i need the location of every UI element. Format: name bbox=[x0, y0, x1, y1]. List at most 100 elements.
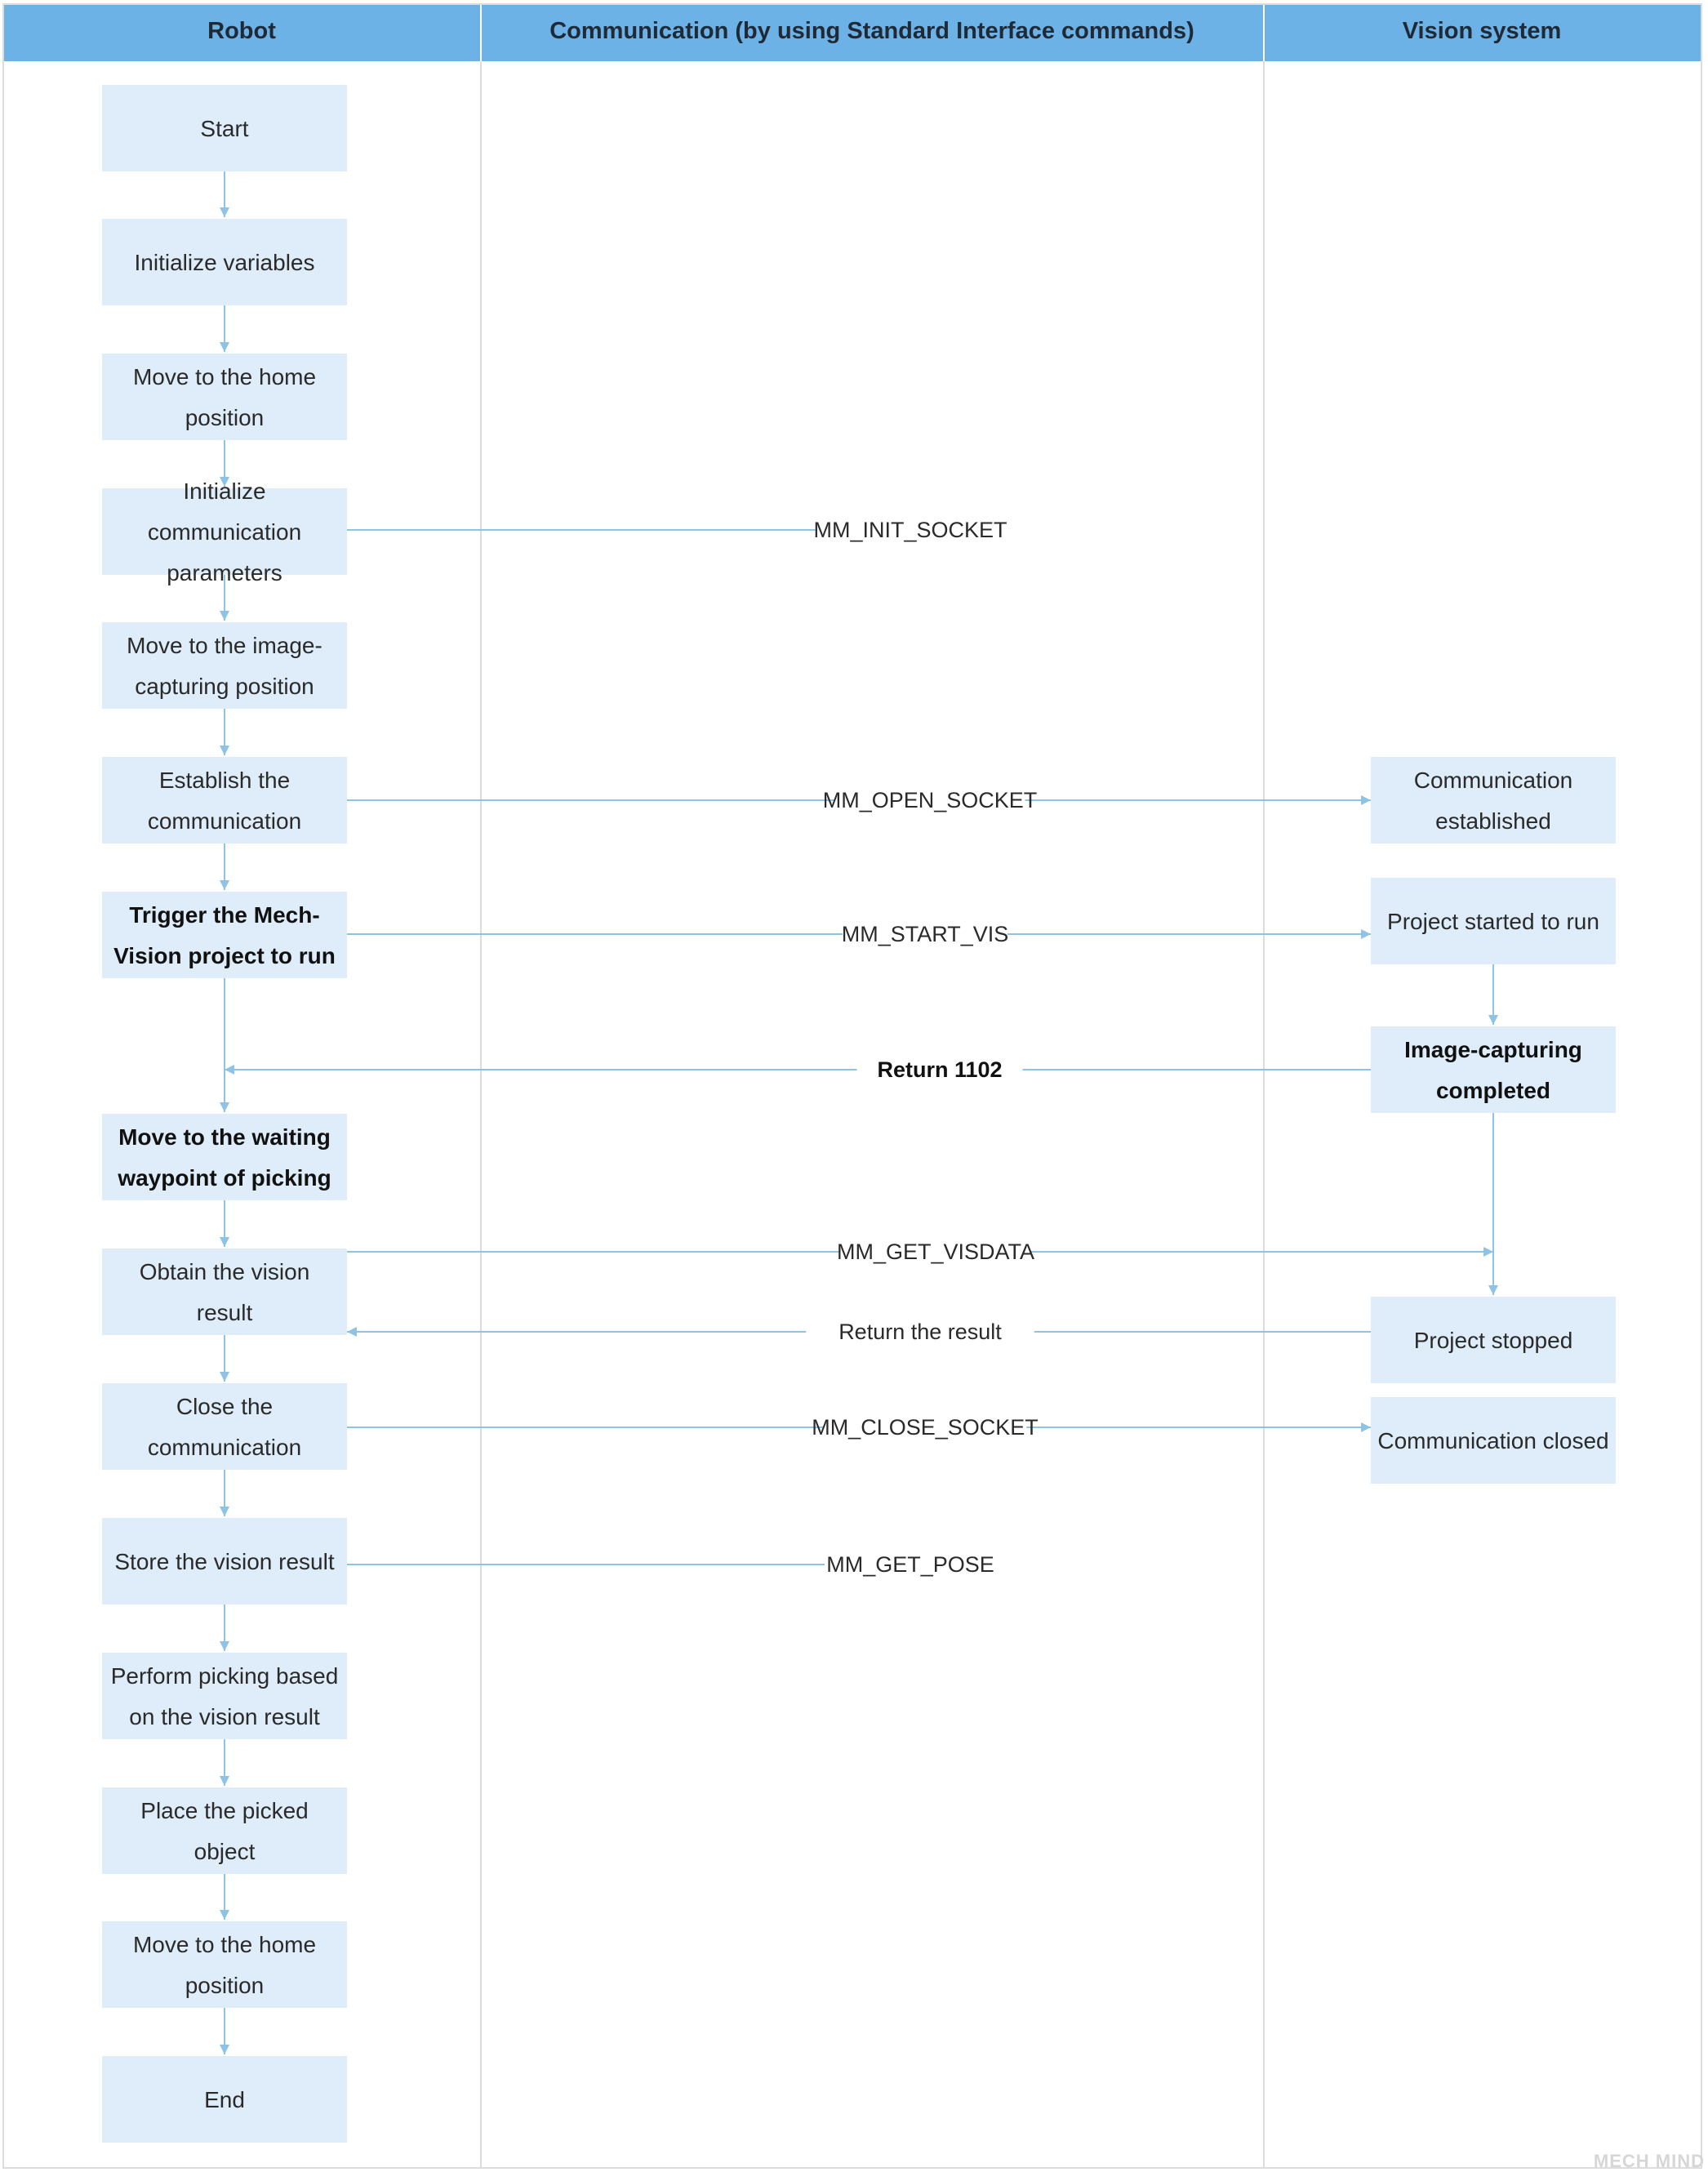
vision-step-4-box bbox=[1371, 1297, 1616, 1383]
robot-flow-arrowhead bbox=[220, 880, 229, 890]
lane-header-communication-bg bbox=[482, 5, 1263, 61]
robot-step-1-label: Start bbox=[200, 116, 248, 141]
robot-step-9-box bbox=[102, 1248, 347, 1335]
robot-step-5-box bbox=[102, 622, 347, 709]
message-label: Return the result bbox=[838, 1320, 1002, 1344]
message-label: MM_OPEN_SOCKET bbox=[823, 788, 1038, 812]
message-label-bg bbox=[823, 1413, 1027, 1437]
vision-step-3-box bbox=[1371, 1026, 1616, 1113]
vision-step-2: Project started to run bbox=[1371, 878, 1616, 964]
vision-step-5-box bbox=[1371, 1397, 1616, 1484]
lane-header-robot: Robot bbox=[207, 18, 276, 44]
vision-step-5: Communication closed bbox=[1371, 1397, 1616, 1484]
robot-step-5-label: Move to the image- bbox=[127, 633, 322, 658]
message-label: MM_GET_VISDATA bbox=[837, 1240, 1034, 1264]
vision-step-1-label: Communication bbox=[1414, 768, 1573, 793]
robot-flow-arrowhead bbox=[220, 207, 229, 217]
vision-step-2-box bbox=[1371, 878, 1616, 964]
vision-step-1-box bbox=[1371, 757, 1616, 843]
message-label-bg bbox=[806, 1317, 1034, 1342]
message-arrowhead bbox=[225, 1065, 234, 1075]
robot-flow-arrowhead bbox=[220, 342, 229, 352]
vision-flow-arrowhead bbox=[1488, 1015, 1498, 1025]
message-label: MM_GET_POSE bbox=[826, 1552, 994, 1577]
message-arrowhead bbox=[1361, 929, 1371, 939]
robot-step-12-box bbox=[102, 1653, 347, 1739]
robot-step-9-label: Obtain the vision bbox=[140, 1259, 310, 1284]
robot-flow-arrowhead bbox=[220, 1372, 229, 1382]
robot-step-8-label: waypoint of picking bbox=[117, 1165, 331, 1191]
message-label-bg bbox=[834, 1550, 987, 1574]
robot-step-15-label: End bbox=[204, 2087, 245, 2112]
robot-step-4-box bbox=[102, 488, 347, 575]
robot-flow-arrowhead bbox=[220, 1237, 229, 1247]
lane-header-communication: Communication (by using Standard Interfa… bbox=[549, 18, 1194, 44]
robot-step-7-box bbox=[102, 892, 347, 978]
vision-step-1-label: established bbox=[1435, 808, 1551, 834]
robot-step-10-box bbox=[102, 1383, 347, 1470]
robot-flow-arrowhead bbox=[220, 477, 229, 487]
robot-step-2-label: Initialize variables bbox=[135, 250, 315, 275]
robot-step-11-label: Store the vision result bbox=[114, 1549, 334, 1574]
message-label-bg bbox=[840, 1237, 1031, 1262]
robot-step-12-label: Perform picking based bbox=[111, 1663, 339, 1689]
vision-step-3-label: Image-capturing bbox=[1404, 1037, 1582, 1062]
robot-step-14-box bbox=[102, 1921, 347, 2008]
vision-flow-arrowhead bbox=[1488, 1285, 1498, 1295]
robot-step-4-label: communication bbox=[148, 519, 301, 545]
robot-step-6-box bbox=[102, 757, 347, 843]
robot-step-14: Move to the home position bbox=[102, 1921, 347, 2008]
robot-step-10-label: Close the bbox=[176, 1394, 273, 1419]
lane-header: Robot Communication (by using Standard I… bbox=[4, 5, 1701, 61]
robot-flow-arrowhead bbox=[220, 1507, 229, 1516]
robot-step-6-label: Establish the bbox=[159, 768, 290, 793]
robot-step-11: Store the vision result bbox=[102, 1518, 347, 1605]
robot-step-9: Obtain the vision result bbox=[102, 1248, 347, 1335]
robot-step-3: Move to the home position bbox=[102, 354, 347, 440]
robot-step-2: Initialize variables bbox=[102, 219, 347, 305]
robot-step-14-label: Move to the home bbox=[133, 1932, 316, 1957]
message-label: MM_CLOSE_SOCKET bbox=[812, 1415, 1039, 1440]
robot-step-3-label: Move to the home bbox=[133, 364, 316, 389]
robot-step-2-box bbox=[102, 219, 347, 305]
robot-step-14-label: position bbox=[185, 1973, 265, 1998]
robot-step-13-label: object bbox=[194, 1839, 256, 1864]
robot-step-7: Trigger the Mech- Vision project to run bbox=[102, 892, 347, 978]
vision-step-2-label: Project started to run bbox=[1387, 909, 1599, 934]
robot-step-8-box bbox=[102, 1114, 347, 1200]
robot-step-7-label: Trigger the Mech- bbox=[129, 902, 319, 928]
robot-step-11-box bbox=[102, 1518, 347, 1605]
robot-flow-arrowhead bbox=[220, 746, 229, 755]
lane-header-vision-bg bbox=[1265, 5, 1701, 61]
message-label-bg bbox=[834, 786, 1025, 810]
vision-step-5-label: Communication closed bbox=[1377, 1428, 1608, 1453]
lane-header-robot-bg bbox=[4, 5, 480, 61]
robot-flow-arrowhead bbox=[220, 1910, 229, 1920]
robot-step-15-box bbox=[102, 2056, 347, 2143]
robot-step-13-box bbox=[102, 1787, 347, 1874]
lane-header-vision-system: Vision system bbox=[1403, 18, 1562, 44]
message-label-bg bbox=[843, 919, 1007, 944]
robot-flow-arrowhead bbox=[220, 611, 229, 621]
vision-step-4: Project stopped bbox=[1371, 1297, 1616, 1383]
robot-step-4-label: Initialize bbox=[183, 478, 265, 504]
robot-flow-arrowhead bbox=[220, 1776, 229, 1786]
message-arrowhead bbox=[347, 1327, 357, 1337]
robot-step-7-label: Vision project to run bbox=[113, 943, 336, 968]
vision-step-4-label: Project stopped bbox=[1414, 1328, 1573, 1353]
robot-flow-arrowhead bbox=[220, 1102, 229, 1112]
robot-step-15: End bbox=[102, 2056, 347, 2143]
robot-step-3-label: position bbox=[185, 405, 265, 430]
vision-step-3-label: completed bbox=[1436, 1078, 1550, 1103]
vision-step-3: Image-capturing completed bbox=[1371, 1026, 1616, 1113]
robot-step-9-label: result bbox=[197, 1300, 253, 1325]
message-label: MM_INIT_SOCKET bbox=[813, 518, 1007, 542]
